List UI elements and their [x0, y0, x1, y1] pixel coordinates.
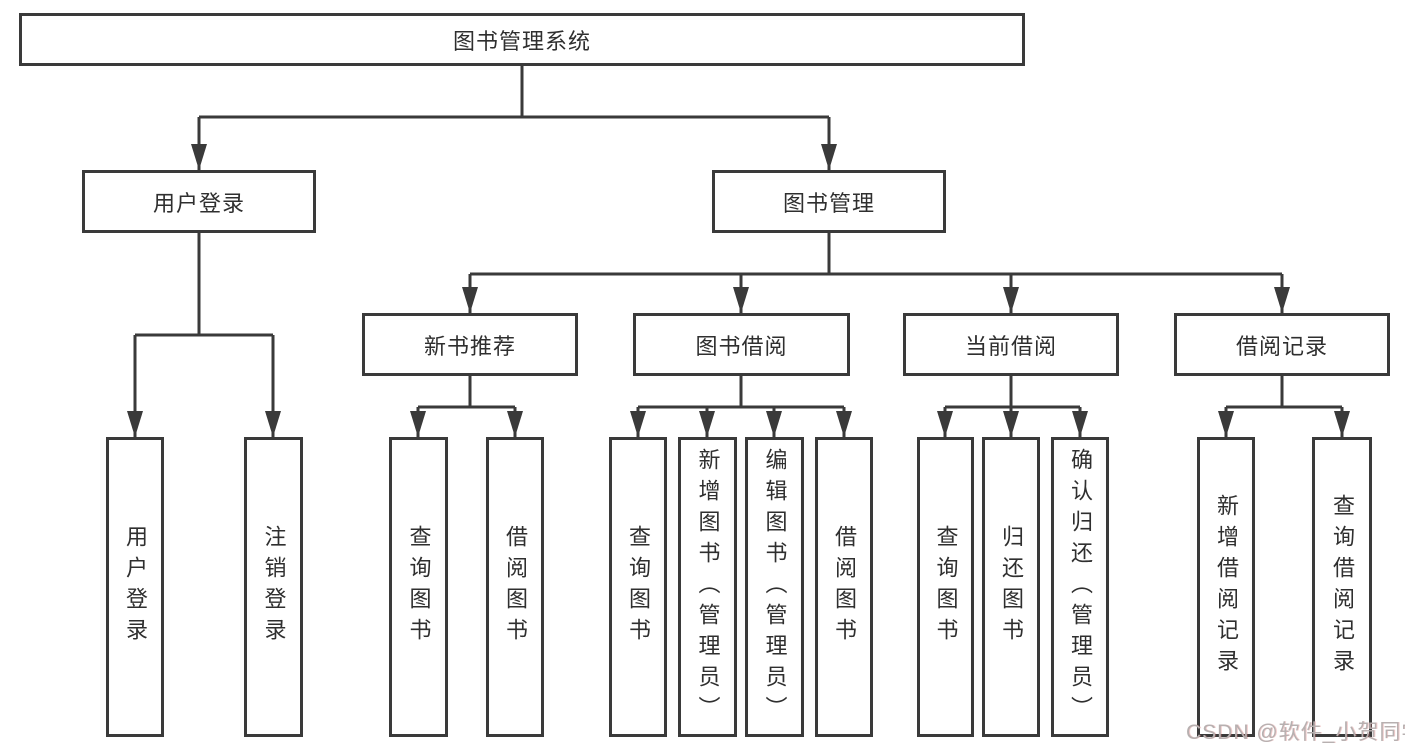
leaf-add-borrow-record: 新增借阅记录	[1197, 437, 1255, 737]
node-current-borrowing: 当前借阅	[903, 313, 1119, 376]
node-label: 查询图书	[933, 525, 959, 649]
node-label: 借阅图书	[832, 525, 857, 649]
leaf-borrow-books: 借阅图书	[815, 437, 873, 737]
node-user-login: 用户登录	[82, 170, 316, 233]
node-label: 图书管理系统	[452, 28, 591, 54]
leaf-add-book-admin: 新增图书（管理员）	[678, 437, 737, 737]
node-borrowing-records: 借阅记录	[1174, 313, 1390, 376]
node-label: 确认归还（管理员）	[1068, 447, 1093, 727]
node-label: 用户登录	[152, 190, 245, 216]
leaf-edit-book-admin: 编辑图书（管理员）	[745, 437, 804, 737]
leaf-logout: 注销登录	[244, 437, 303, 737]
node-label: 图书借阅	[695, 333, 788, 359]
leaf-return-books: 归还图书	[982, 437, 1040, 737]
node-library-management-system: 图书管理系统	[19, 13, 1025, 66]
node-label: 查询图书	[626, 525, 651, 649]
node-label: 归还图书	[999, 525, 1024, 649]
leaf-search-books-borrowing: 查询图书	[609, 437, 667, 737]
node-label: 查询图书	[406, 525, 432, 649]
leaf-user-login: 用户登录	[106, 437, 164, 737]
node-label: 新增借阅记录	[1214, 494, 1239, 680]
node-label: 借阅图书	[503, 525, 528, 649]
node-label: 新增图书（管理员）	[695, 447, 721, 727]
node-label: 编辑图书（管理员）	[762, 447, 788, 727]
leaf-borrow-books-recommendation: 借阅图书	[486, 437, 544, 737]
node-new-book-recommendation: 新书推荐	[362, 313, 578, 376]
leaf-search-borrow-record: 查询借阅记录	[1312, 437, 1372, 737]
node-label: 图书管理	[782, 190, 875, 216]
node-label: 用户登录	[123, 525, 148, 649]
node-label: 借阅记录	[1235, 333, 1328, 359]
leaf-confirm-return-admin: 确认归还（管理员）	[1051, 437, 1109, 737]
node-label: 新书推荐	[423, 333, 516, 359]
leaf-search-books-recommendation: 查询图书	[389, 437, 448, 737]
csdn-watermark: CSDN @软件_小贺同学	[1186, 721, 1405, 744]
node-label: 当前借阅	[964, 333, 1057, 359]
node-label: 注销登录	[261, 525, 287, 649]
node-book-management: 图书管理	[712, 170, 946, 233]
node-book-borrowing: 图书借阅	[633, 313, 850, 376]
node-label: 查询借阅记录	[1330, 494, 1355, 680]
leaf-search-books-current: 查询图书	[917, 437, 974, 737]
